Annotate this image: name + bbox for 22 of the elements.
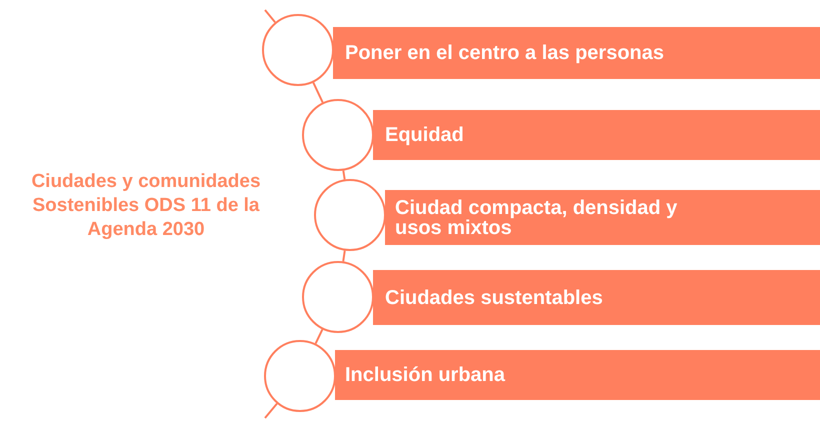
connector-line — [264, 403, 278, 419]
item-label: Poner en el centro a las personas — [345, 43, 666, 63]
connector-line — [314, 329, 324, 344]
list-item-bar — [335, 350, 820, 400]
connector-line — [264, 9, 276, 23]
list-item-bar — [385, 190, 820, 245]
item-label: Ciudades sustentables — [385, 288, 604, 308]
circle-marker — [264, 340, 336, 412]
circle-marker — [302, 99, 374, 171]
item-label: Equidad — [385, 125, 465, 145]
item-label: Ciudad compacta, densidad y usos mixtos — [395, 198, 678, 238]
circle-marker — [262, 14, 334, 86]
title: Ciudades y comunidades Sostenibles ODS 11 de la Agenda 2030 — [30, 170, 262, 242]
connector-line — [342, 250, 346, 262]
connector-line — [312, 82, 324, 103]
list-item-bar — [333, 27, 820, 79]
circle-marker — [314, 179, 386, 251]
list-item-bar — [373, 110, 820, 160]
connector-line — [342, 170, 346, 180]
circle-marker — [302, 261, 374, 333]
list-item-bar — [373, 270, 820, 325]
item-label: Inclusión urbana — [345, 365, 506, 385]
